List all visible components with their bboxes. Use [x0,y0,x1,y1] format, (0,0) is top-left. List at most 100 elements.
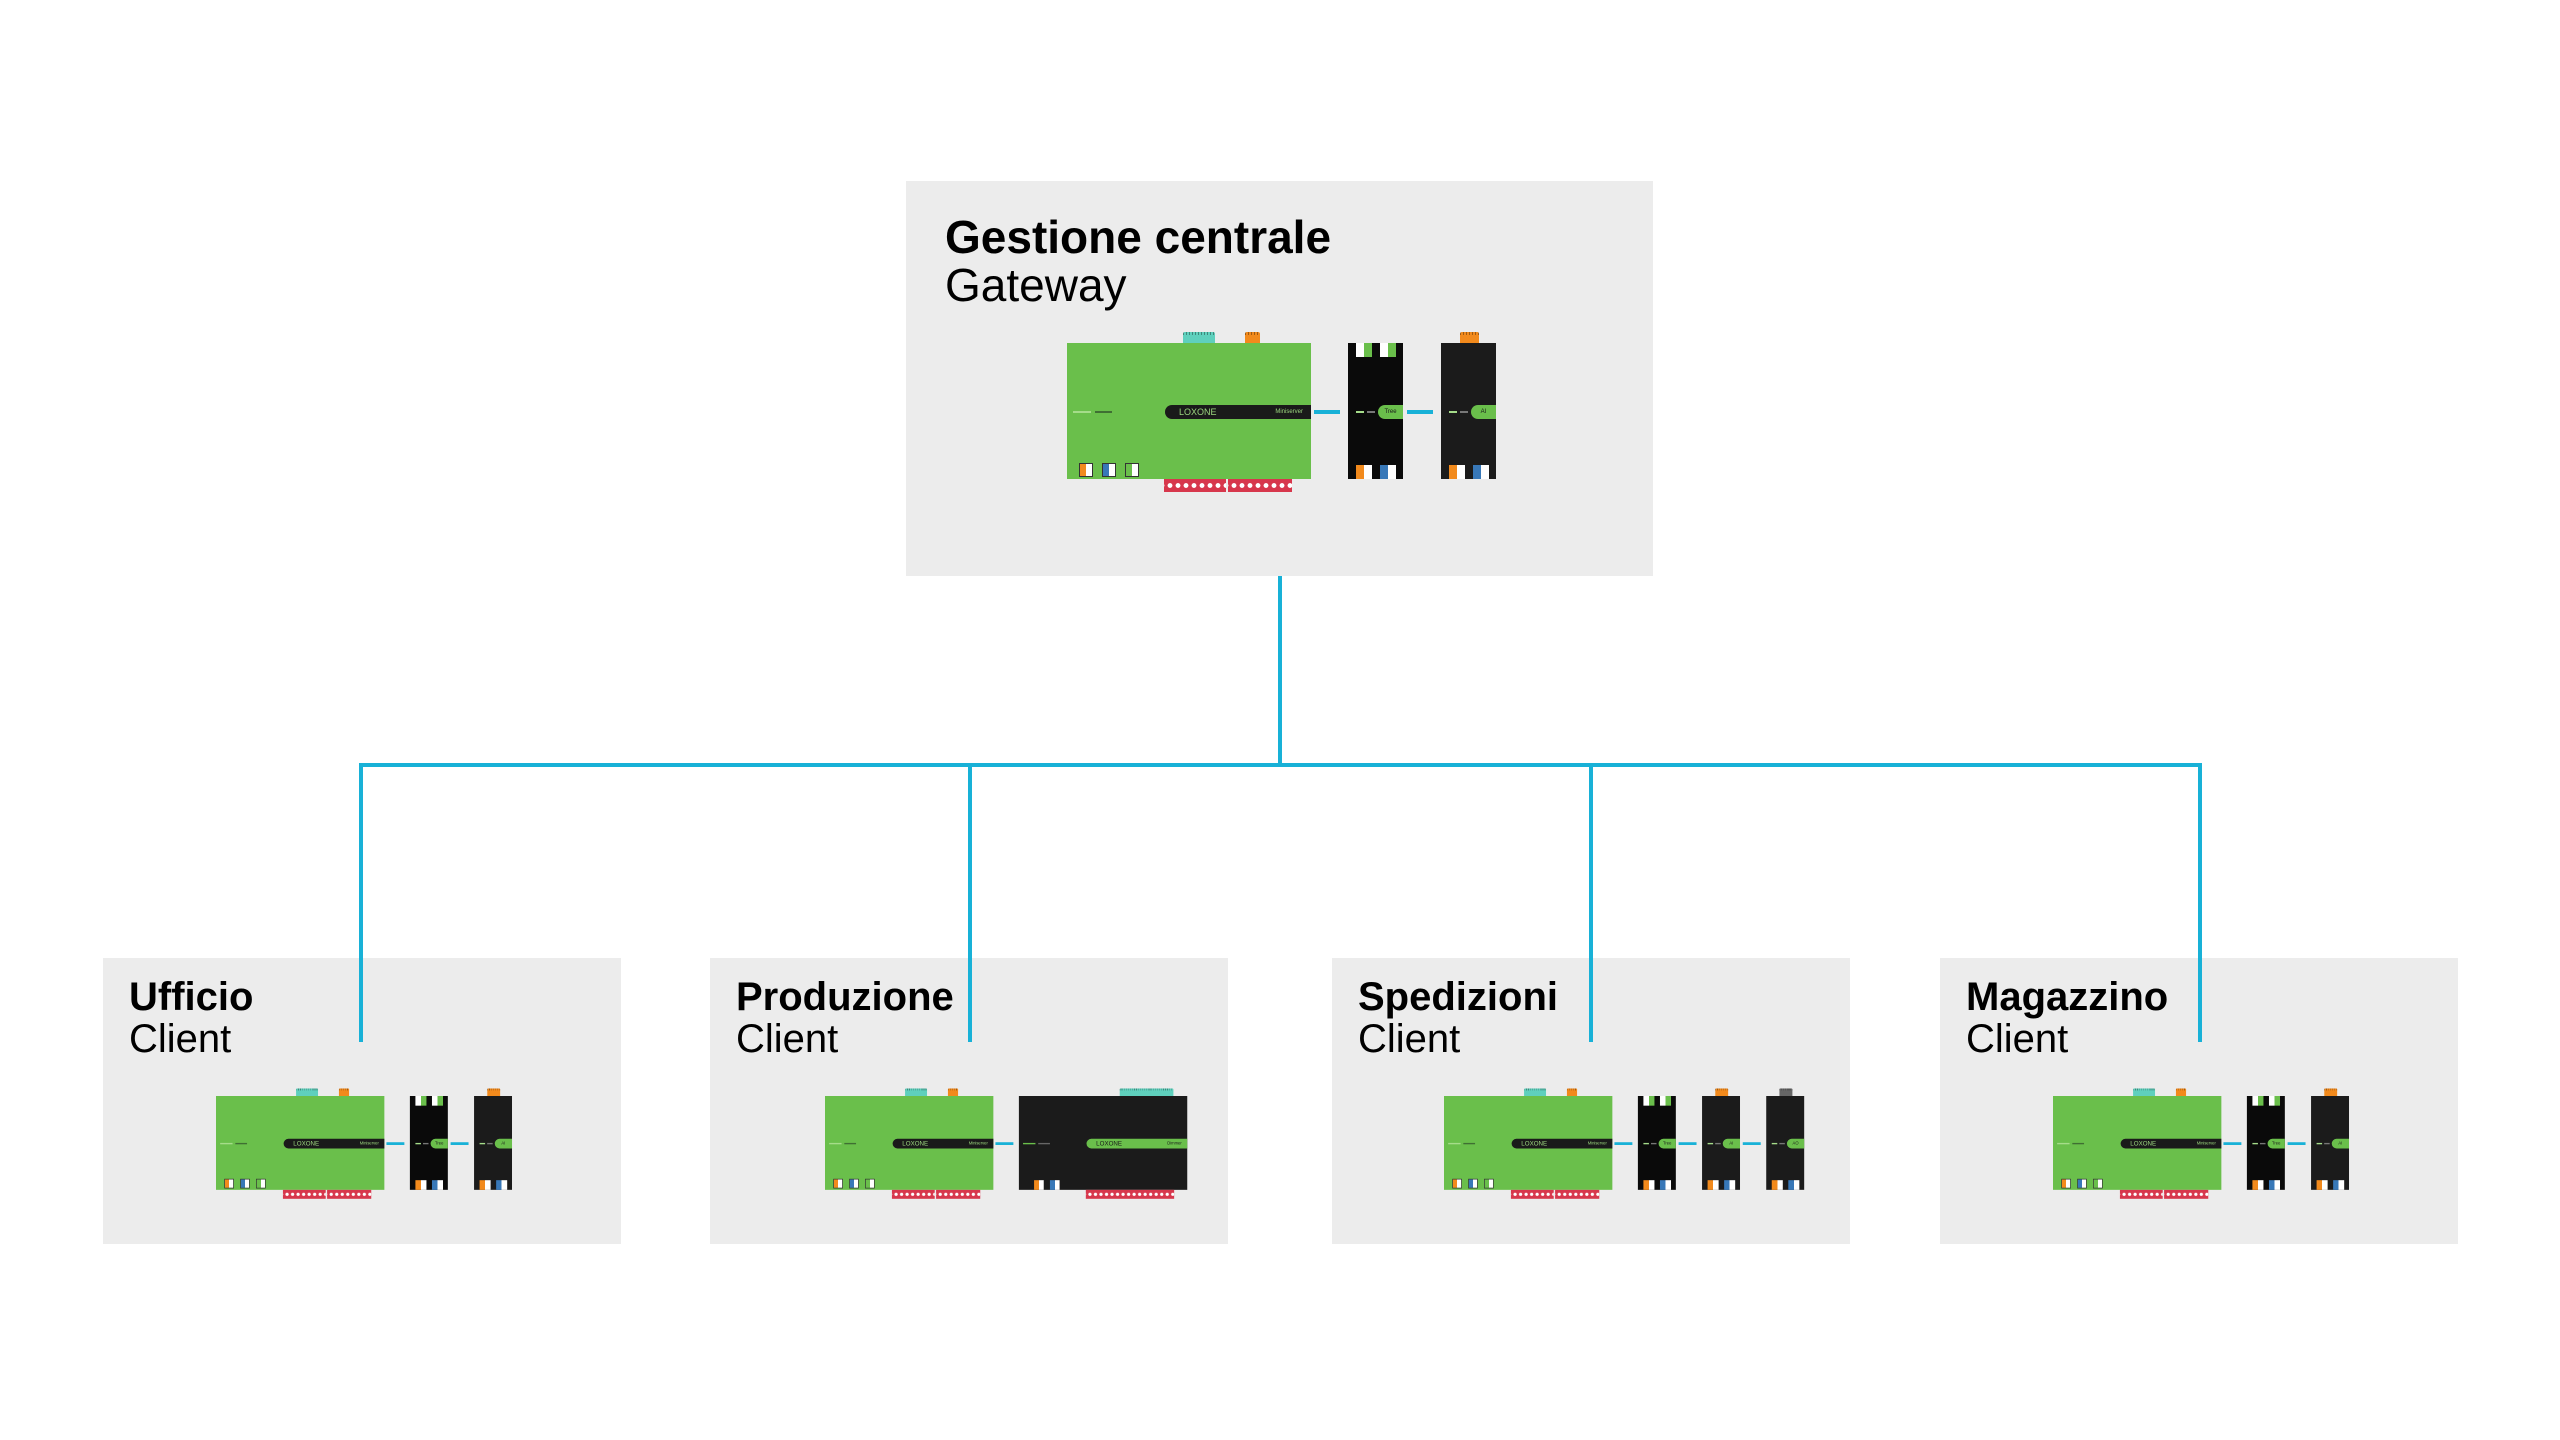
port-icon [865,1178,875,1189]
ai-extension-device: AI [474,1088,513,1190]
network-connector [905,1088,928,1096]
status-led [479,1142,486,1145]
status-led [2324,1142,2330,1145]
status-led [2072,1142,2085,1145]
ai-extension-device: AI [1441,332,1496,479]
client-name: Ufficio [129,975,254,1019]
gateway-trunk-line [1278,519,1282,766]
bus-connector [1614,1142,1633,1145]
io-connector [1779,1088,1793,1096]
power-connector [1245,332,1260,343]
port-icon [1079,463,1093,477]
status-led [1715,1142,1721,1145]
port-icon [1724,1180,1736,1190]
bus-connector [2223,1142,2242,1145]
terminal-strip [327,1189,372,1199]
port-icon [224,1178,234,1189]
gateway-name: Gestione centrale [945,211,1332,263]
port-icon [1452,1178,1462,1189]
device-label-band: AI [494,1138,513,1149]
port-icon [479,1180,491,1190]
port-icon [1659,1180,1672,1190]
port-icon [2268,1096,2281,1106]
client-role: Client [129,1017,232,1061]
status-led [1643,1142,1649,1145]
power-connector [2175,1088,2187,1096]
status-led [1779,1142,1785,1145]
port-icon [1643,1180,1655,1190]
port-icon [1771,1180,1783,1190]
terminal-strip [2164,1189,2209,1199]
port-icon [1380,465,1396,479]
device-label-band: Tree [430,1138,448,1149]
brand-label: LOXONE [1521,1140,1548,1148]
port-icon [849,1178,859,1189]
port-icon [2061,1178,2071,1189]
status-led [423,1142,429,1145]
status-led [1651,1142,1657,1145]
device-label: Miniserver [968,1141,988,1146]
status-led [1463,1142,1476,1145]
status-led [1038,1142,1050,1145]
terminal-strip [282,1189,326,1199]
status-led [844,1142,857,1145]
ao-extension-device: AO [1766,1088,1805,1190]
port-icon [2252,1096,2264,1106]
port-icon [1356,465,1372,479]
device-label: Miniserver [1587,1141,1607,1146]
device-label: Miniserver [359,1141,379,1146]
ai-extension-device: AI [2311,1088,2350,1190]
status-led [1356,411,1364,413]
bus-connector [1407,410,1433,414]
port-icon [2093,1178,2103,1189]
device-label-band: AO [1786,1138,1805,1149]
device-label-band: AI [2331,1138,2350,1149]
branch-line-spedizioni [1589,763,1593,1042]
branch-line-produzione [968,763,972,1042]
terminal-strip [2119,1189,2163,1199]
client-role: Client [1966,1017,2069,1061]
brand-label: LOXONE [2130,1140,2157,1148]
status-led [1023,1142,1036,1145]
port-icon [496,1180,508,1190]
device-label-band: AI [1722,1138,1741,1149]
status-led [220,1142,233,1145]
branch-line-magazzino [2198,763,2202,1042]
power-connector [338,1088,350,1096]
status-led [415,1142,421,1145]
device-label-band: AI [1471,405,1496,419]
port-icon [415,1180,427,1190]
branch-line-ufficio [359,763,363,1042]
gateway-role: Gateway [945,259,1127,312]
port-icon [833,1178,843,1189]
device-label: Miniserver [1275,409,1303,415]
io-connector [2324,1088,2338,1096]
client-title: Produzione Client [736,976,954,1060]
client-name: Spedizioni [1358,975,1558,1019]
brand-label: LOXONE [1096,1140,1123,1148]
port-icon [2333,1180,2345,1190]
tree-extension-device: Tree [409,1096,448,1190]
port-icon [256,1178,266,1189]
client-role: Client [736,1017,839,1061]
port-icon [1125,463,1139,477]
device-label-band: Tree [1378,405,1403,419]
device-label-band: Tree [1658,1138,1676,1149]
client-title: Magazzino Client [1966,976,2168,1060]
tree-extension-device: Tree [1637,1096,1676,1190]
status-led [1367,411,1375,413]
gateway-title: Gestione centrale Gateway [945,213,1331,310]
port-icon [2252,1180,2264,1190]
status-led [2316,1142,2323,1145]
bus-connector [995,1142,1014,1145]
port-icon [1788,1180,1800,1190]
port-icon [1707,1180,1719,1190]
port-icon [431,1180,444,1190]
terminal-strip [1164,479,1226,492]
